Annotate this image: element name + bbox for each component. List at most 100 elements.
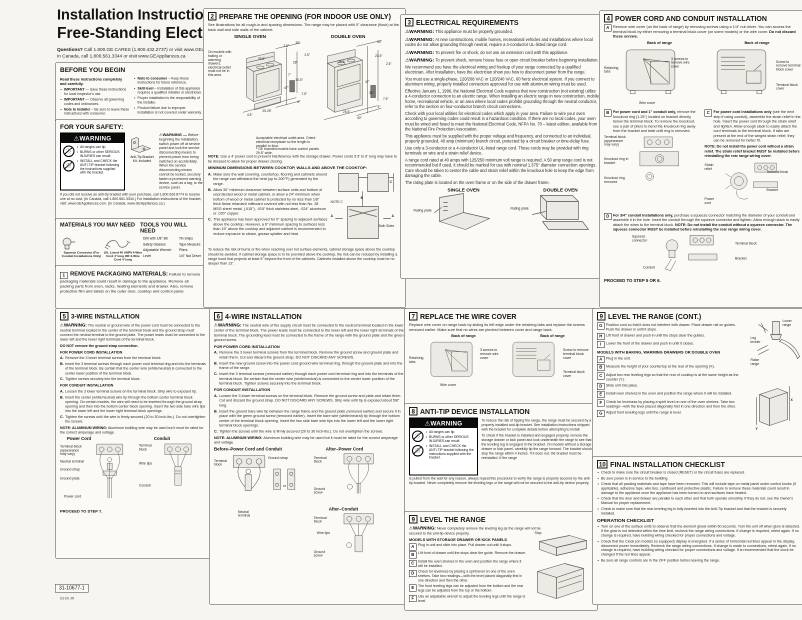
warning-text: To prevent shock, remove house fuse or o… [434, 58, 599, 63]
paragraph: To check if the bracket is installed and… [481, 433, 593, 460]
warning-label: ⚠WARNING — [159, 132, 189, 138]
paragraph: Effective January 1, 1996, the National … [405, 88, 599, 109]
raise-range-label: Raise range [750, 358, 760, 366]
tool-item: Tape Measure [178, 242, 201, 247]
dimension-label: 30" [377, 40, 382, 45]
bracket-caption: Anti-Tip Bracket Kit. Included [130, 155, 154, 163]
section-title: REPLACE THE WIRE COVER [420, 312, 517, 321]
double-oven-label: DOUBLE OVEN [331, 33, 366, 40]
warning-item: INSTALL and CHECK the ANTI-TIP bracket f… [426, 444, 475, 460]
ground-strap-note: DO NOT remove the ground strap connectio… [60, 343, 139, 348]
counter-height-sketch [756, 386, 790, 426]
power-cord-label: Power cord [64, 494, 82, 499]
document-revision: 03-09 JR [60, 597, 75, 601]
y-label: Y [755, 427, 758, 432]
list-item: Note to consumer – Keep these instructio… [134, 77, 204, 86]
control-panel-footnote: * GE branded models have control panels … [256, 147, 319, 156]
bracket-footnote: If you did not receive an anti-tip brack… [60, 192, 202, 206]
ground-strap-label: Ground strap [268, 456, 288, 460]
checklist-item: Turn on one of the surface units to obse… [597, 524, 801, 538]
paragraph: Use only a 3-conductor or a 4-conductor … [405, 145, 589, 156]
checklist-item: Check that the Clock (on models so equip… [597, 539, 801, 557]
step-number: 6 [214, 312, 223, 321]
rating-plate-double-diagram: DOUBLE OVEN Rating plate [511, 187, 591, 235]
strain-relief-note: NOTE: Do not install the power cord with… [704, 144, 800, 158]
back-of-range-sketch2 [716, 49, 767, 94]
outlet-area-caption: Acceptable electrical outlet area. Orien… [256, 136, 316, 148]
dimension-label: 36" [369, 91, 374, 96]
tip-over-hazard-icon [412, 430, 424, 442]
counter-height-diagram: X Y [756, 384, 801, 439]
dimension-label: 2.5" [386, 62, 392, 67]
warning-text: The neutral wire of the supply circuit m… [214, 323, 404, 343]
conduit-diagram: Conduit Terminal block Wire tips Conduit [139, 436, 206, 507]
after-power-cord-diagram: After–Power Cord Terminal block Ground s… [314, 446, 404, 506]
tool-item: Pliers [178, 248, 188, 253]
instruction-item: C.Tighten the screws until the wire is f… [214, 429, 384, 434]
section-title: ELECTRICAL REQUIREMENTS [416, 18, 519, 27]
screws-label: 3 screws to remove wire cover [480, 348, 499, 360]
questions-line: Questions? Call 1.800.GE.CARES (1.800.43… [57, 46, 235, 59]
screws-label: 3 screws to remove wire cover [671, 57, 690, 69]
power-cord-label: Power cord [704, 197, 715, 205]
squeeze-connector-label: Squeeze connector [632, 234, 647, 243]
knockout-sketch [639, 136, 679, 181]
before-you-begin-box: BEFORE YOU BEGIN Read these instructions… [55, 62, 208, 124]
leg-leveler-label: Leg leveler [750, 336, 761, 344]
document-number: 31-10677-1 [55, 584, 89, 593]
paragraph: To reduce the risk of tipping the range,… [481, 419, 592, 432]
x-label: X [790, 398, 793, 403]
warning-box: ⚠WARNING All ranges can tip. BURNS or ot… [409, 417, 478, 476]
tb-screw-label: Screw to remove terminal block cover [563, 348, 589, 360]
dimension-label: 28.5" [338, 60, 346, 65]
materials-title: MATERIALS YOU MAY NEED [60, 222, 135, 228]
instruction-item: B.Insert the ground bare wire tip betwee… [214, 408, 401, 428]
back-of-range-diagram-right: Back of range Screw to remove terminal b… [504, 334, 593, 392]
instruction-item: A.Remove the 3 lower terminal screws fro… [60, 355, 162, 361]
tools-title: TOOLS YOU WILL NEED [140, 222, 188, 234]
note-text: Use a 4' power cord to prevent interfere… [208, 154, 398, 164]
knockout-ring-label: Knockout ring in bracket [604, 157, 629, 165]
tool-item: Safety Glasses [142, 242, 166, 247]
dimension-label: 2.5" [283, 44, 290, 49]
wire-tips-label: Wire tips [316, 531, 330, 535]
after-power-cord-sketch [343, 453, 374, 494]
drawer-oven-diagrams: Stop [535, 532, 594, 602]
terminal-block-label: Terminal block [138, 443, 152, 452]
section-title: BEFORE YOU BEGIN [60, 66, 126, 74]
tip-over-hazard-icon [63, 145, 75, 157]
retaining-tabs-label: Retaining tabs [604, 66, 619, 74]
tb-cover-label: Terminal block cover [563, 370, 585, 379]
dimension-label: 3" [377, 105, 381, 110]
instruction-item: B.Insert the new ground screw into the p… [214, 360, 403, 371]
step-number: 2 [208, 12, 217, 21]
dimension-label: 25.25" [262, 109, 272, 114]
min-dimensions-title: MINIMUM DIMENSIONS BETWEEN COOKTOP, WALL… [208, 165, 368, 171]
tb-screw-label: Screw to remove terminal block cover [776, 60, 801, 72]
checklist-item: Be sure power is in service to the build… [597, 476, 801, 481]
double-oven-diagram: 30" 23.5" 2.5" 28.5" 47" 36" 7.5" 3" 25.… [316, 40, 394, 136]
dim-letter: C [389, 180, 392, 185]
dimension-label: 30.5" [295, 78, 303, 83]
squeeze-connector-sketch [665, 234, 718, 271]
paragraph: Check with your local utilities for elec… [405, 111, 598, 132]
checklist-item: Be sure all range controls are in the OF… [597, 558, 801, 563]
dimension-label: 47" [284, 86, 289, 91]
before-sketch [233, 455, 296, 491]
step1-text: Failure to remove packaging materials co… [60, 272, 201, 294]
rating-plate-double-sketch [532, 195, 589, 230]
dim-letter: A [391, 214, 394, 219]
drawer-sketch [539, 535, 587, 556]
section-title: LEVEL THE RANGE (CONT.) [608, 312, 702, 321]
outlet-callout: On models with baking or warming drawers… [208, 50, 232, 78]
checklist-item: Check that all packing materials and tap… [597, 482, 801, 495]
